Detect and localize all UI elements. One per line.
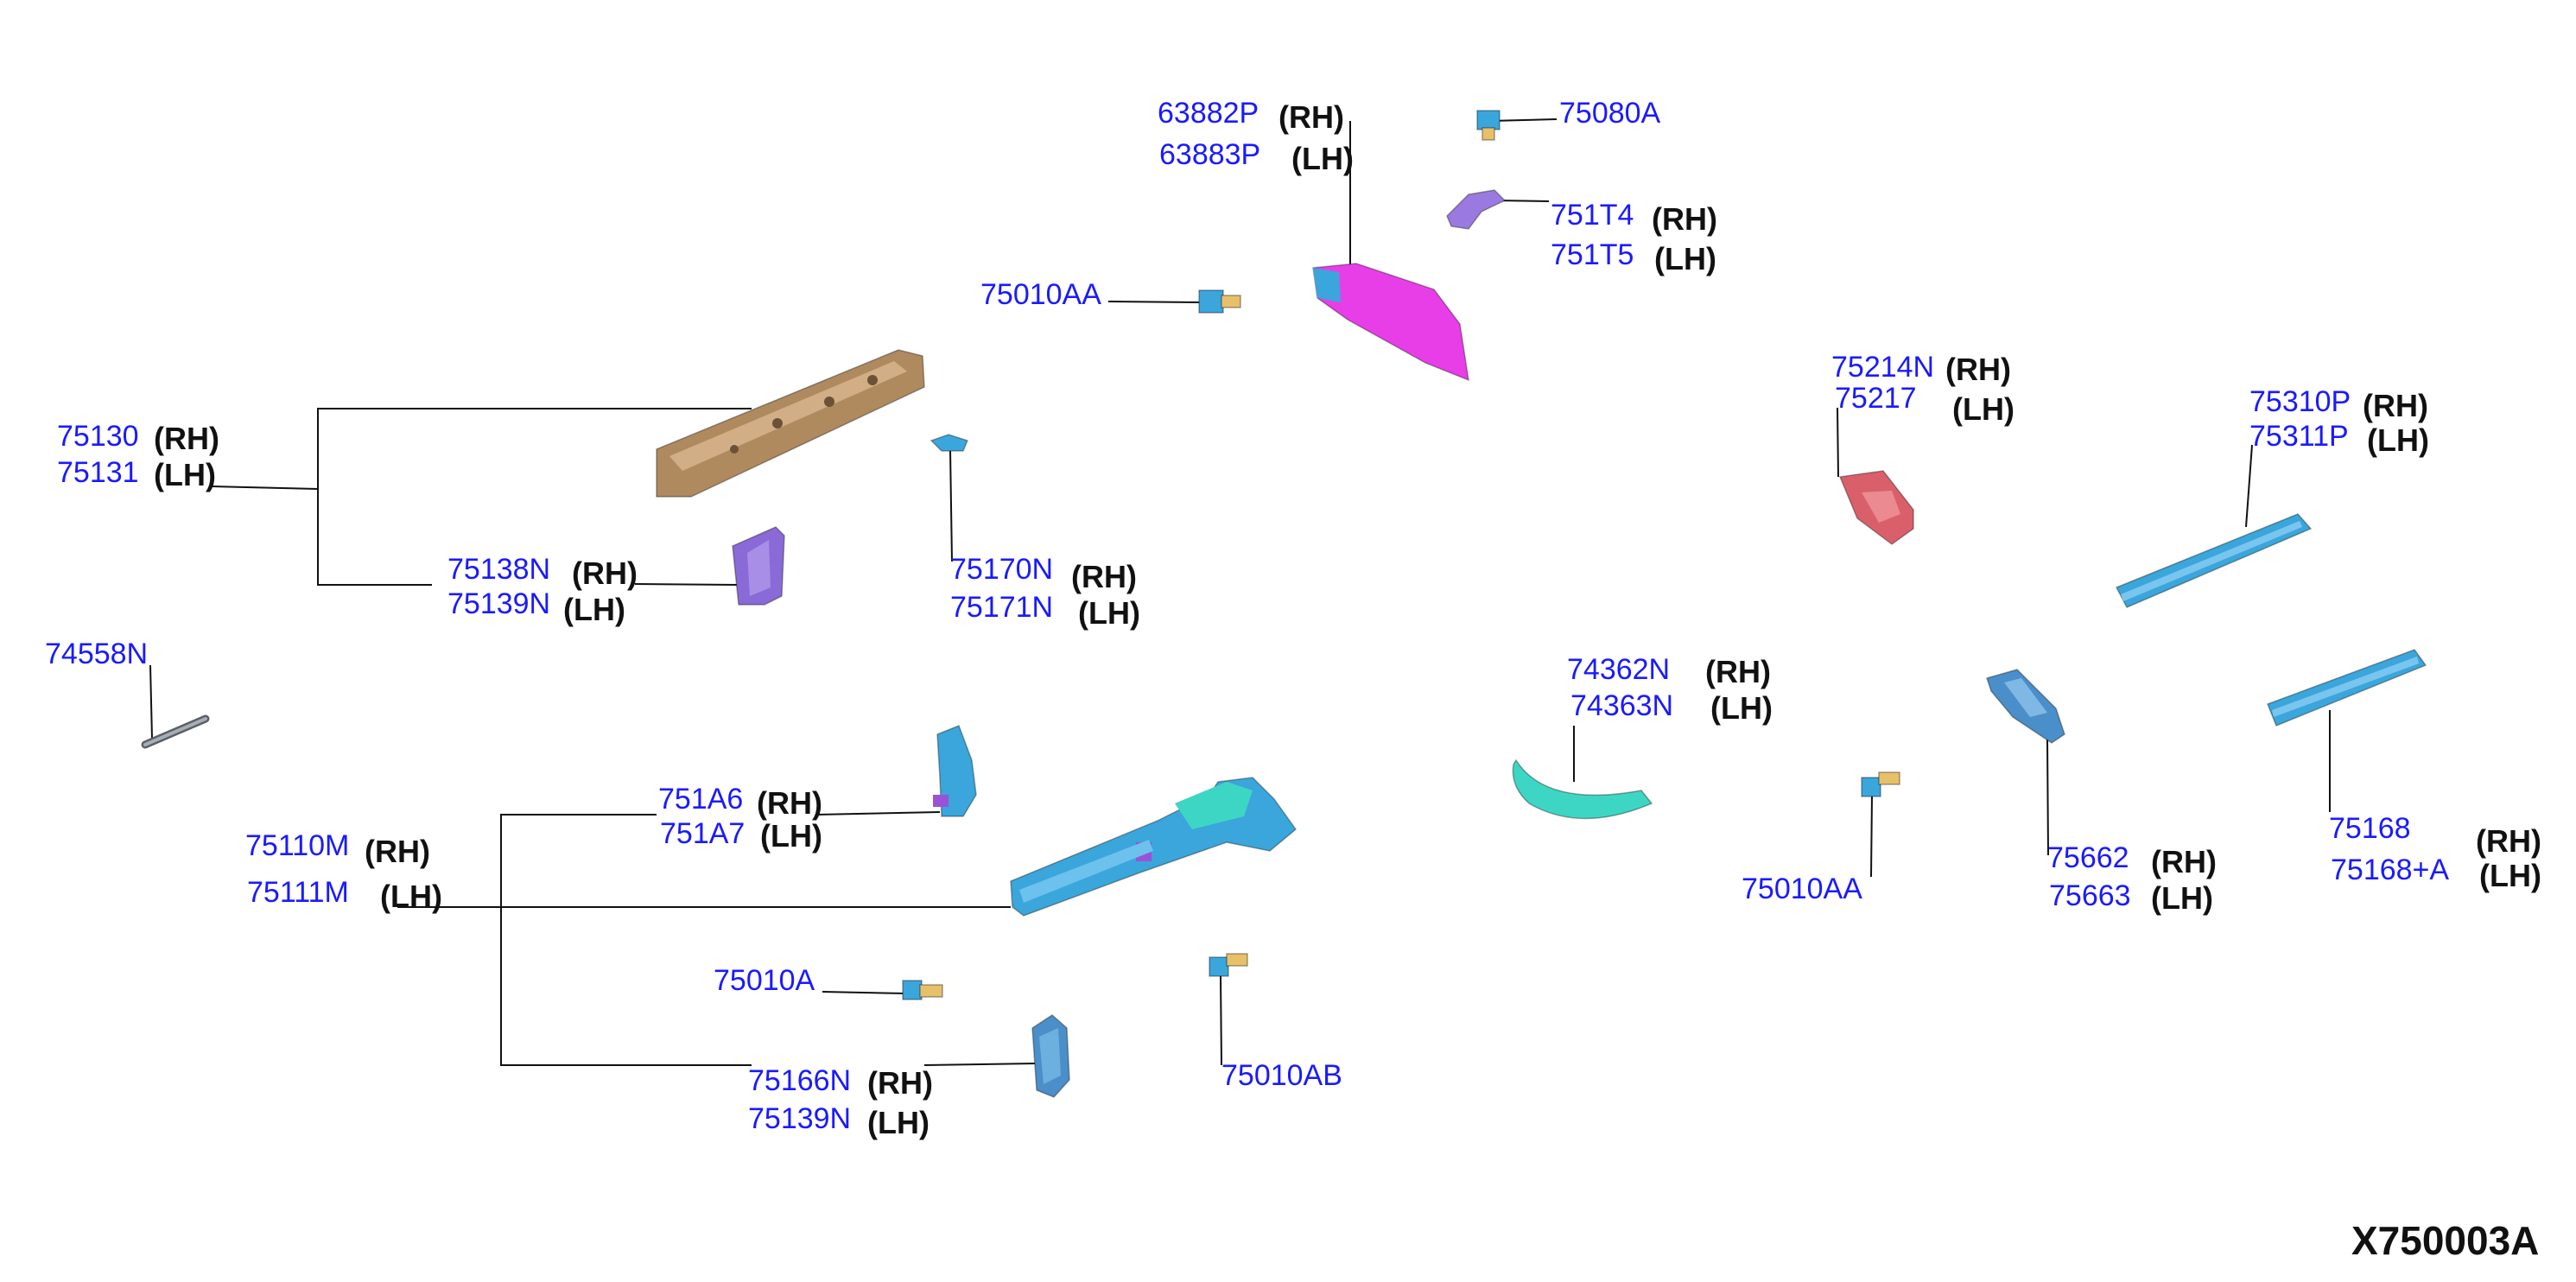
bolt-75010AA-top xyxy=(1198,289,1241,314)
rail-75168-part xyxy=(2267,649,2427,727)
side-tag-74363N: (LH) xyxy=(1710,690,1773,726)
rod-74558N-part xyxy=(141,714,210,749)
side-tag-751T4: (RH) xyxy=(1652,201,1717,237)
part-number-75010AB[interactable]: 75010AB xyxy=(1221,1059,1342,1092)
bracket-75214N-part xyxy=(1838,470,1914,545)
leader-75170N xyxy=(949,448,953,562)
side-tag-75170N: (RH) xyxy=(1071,559,1137,594)
leader-75010A xyxy=(822,991,906,994)
bolt-75010A xyxy=(902,980,943,1000)
side-tag-75130: (RH) xyxy=(154,421,219,456)
part-number-63883P[interactable]: 63883P xyxy=(1159,138,1260,171)
bracket-751A6-part xyxy=(933,725,977,817)
side-tag-74362N: (RH) xyxy=(1705,654,1771,689)
leader-75310P xyxy=(2245,444,2253,528)
side-tag-75139N-lower: (LH) xyxy=(867,1105,930,1140)
part-number-751T5[interactable]: 751T5 xyxy=(1551,238,1634,271)
side-tag-75662: (RH) xyxy=(2151,844,2217,879)
bracket-751T4-part xyxy=(1446,189,1507,230)
part-number-75080A[interactable]: 75080A xyxy=(1559,97,1661,130)
part-number-75168A[interactable]: 75168+A xyxy=(2331,854,2449,886)
bolt-75010AB xyxy=(1209,953,1248,977)
part-number-75010AA-right[interactable]: 75010AA xyxy=(1742,873,1862,905)
bracket-75138N-part xyxy=(732,526,785,606)
part-number-75663[interactable]: 75663 xyxy=(2049,879,2131,912)
diagram-code: X750003A xyxy=(2351,1218,2539,1263)
side-member-part xyxy=(656,349,925,498)
bolt-75010AA-right xyxy=(1861,771,1900,797)
side-tag-75166N: (RH) xyxy=(867,1065,933,1101)
part-number-75171N[interactable]: 75171N xyxy=(950,591,1053,624)
part-number-751T4[interactable]: 751T4 xyxy=(1551,199,1634,232)
part-number-75139N-lower[interactable]: 75139N xyxy=(748,1102,851,1135)
side-tag-75111M: (LH) xyxy=(380,879,442,914)
bracket-75662-part xyxy=(1986,669,2065,744)
part-number-75130[interactable]: 75130 xyxy=(57,420,139,453)
leader-75166N xyxy=(500,907,752,1066)
leader-74558N xyxy=(149,664,153,739)
part-number-75311P[interactable]: 75311P xyxy=(2249,420,2349,453)
side-tag-75310P: (RH) xyxy=(2363,388,2428,423)
part-number-75010AA-top[interactable]: 75010AA xyxy=(980,278,1101,311)
part-number-75166N[interactable]: 75166N xyxy=(748,1064,851,1097)
side-tag-751A6: (RH) xyxy=(757,785,822,821)
part-number-75139N-upper[interactable]: 75139N xyxy=(447,587,550,620)
side-tag-75663: (LH) xyxy=(2151,880,2213,916)
part-number-75138N[interactable]: 75138N xyxy=(447,553,550,586)
rail-75310P-part xyxy=(2115,513,2313,608)
part-number-75010A[interactable]: 75010A xyxy=(714,964,815,997)
side-tag-75110M: (RH) xyxy=(365,834,430,869)
part-number-74363N[interactable]: 74363N xyxy=(1570,689,1673,722)
leader-75110M xyxy=(500,814,657,907)
side-tag-75168A: (LH) xyxy=(2479,858,2541,893)
part-number-75131[interactable]: 75131 xyxy=(57,456,139,489)
part-number-75217[interactable]: 75217 xyxy=(1835,382,1917,415)
part-number-75214N[interactable]: 75214N xyxy=(1831,351,1934,384)
side-tag-75131: (LH) xyxy=(154,457,216,492)
leader-75131 xyxy=(211,486,319,490)
leader-751A6 xyxy=(815,811,941,816)
side-tag-75217: (LH) xyxy=(1952,391,2014,427)
part-number-75168[interactable]: 75168 xyxy=(2329,812,2411,845)
part-number-75111M[interactable]: 75111M xyxy=(247,876,349,909)
leader-75138N xyxy=(634,583,739,586)
arch-74362N-part xyxy=(1512,758,1653,820)
side-tag-751T5: (LH) xyxy=(1654,241,1716,276)
side-tag-75139N-upper: (LH) xyxy=(563,592,625,627)
part-number-74362N[interactable]: 74362N xyxy=(1567,653,1670,686)
part-number-75310P[interactable]: 75310P xyxy=(2249,385,2351,418)
clip-75170N-part xyxy=(930,434,969,452)
bolt-75080A xyxy=(1476,110,1501,141)
part-illustrations xyxy=(141,110,2427,1098)
leader-75130 xyxy=(317,408,752,586)
part-number-74558N[interactable]: 74558N xyxy=(45,638,148,670)
side-tag-75311P: (LH) xyxy=(2367,422,2429,458)
leader-75010AA-right xyxy=(1870,794,1873,878)
bracket-75166N-part xyxy=(1031,1014,1070,1098)
part-number-75662[interactable]: 75662 xyxy=(2047,841,2129,874)
side-tag-75214N: (RH) xyxy=(1945,352,2011,387)
side-tag-75168: (RH) xyxy=(2476,823,2541,859)
leader-75166N-part xyxy=(923,1063,1037,1066)
part-labels: 63882P (RH) 63883P (LH) 75080A 751T4 (RH… xyxy=(45,97,2541,1263)
side-tag-63883P: (LH) xyxy=(1291,141,1354,176)
side-tag-75138N: (RH) xyxy=(572,555,638,591)
leader-75010AA-top xyxy=(1107,301,1200,303)
leader-75214N xyxy=(1837,407,1839,478)
frame-75110M-part xyxy=(1010,777,1298,917)
part-number-75110M[interactable]: 75110M xyxy=(245,829,349,862)
part-number-751A6[interactable]: 751A6 xyxy=(658,783,743,816)
side-tag-63882P: (RH) xyxy=(1278,99,1344,135)
part-number-75170N[interactable]: 75170N xyxy=(950,553,1053,586)
panel-63882P-part xyxy=(1312,263,1469,382)
leader-75662 xyxy=(2046,738,2049,856)
part-number-751A7[interactable]: 751A7 xyxy=(660,817,745,850)
side-tag-751A7: (LH) xyxy=(760,818,822,854)
side-tag-75171N: (LH) xyxy=(1078,595,1140,631)
leader-75080A xyxy=(1489,118,1558,122)
leader-lines xyxy=(149,118,2331,1066)
part-number-63882P[interactable]: 63882P xyxy=(1158,97,1259,130)
